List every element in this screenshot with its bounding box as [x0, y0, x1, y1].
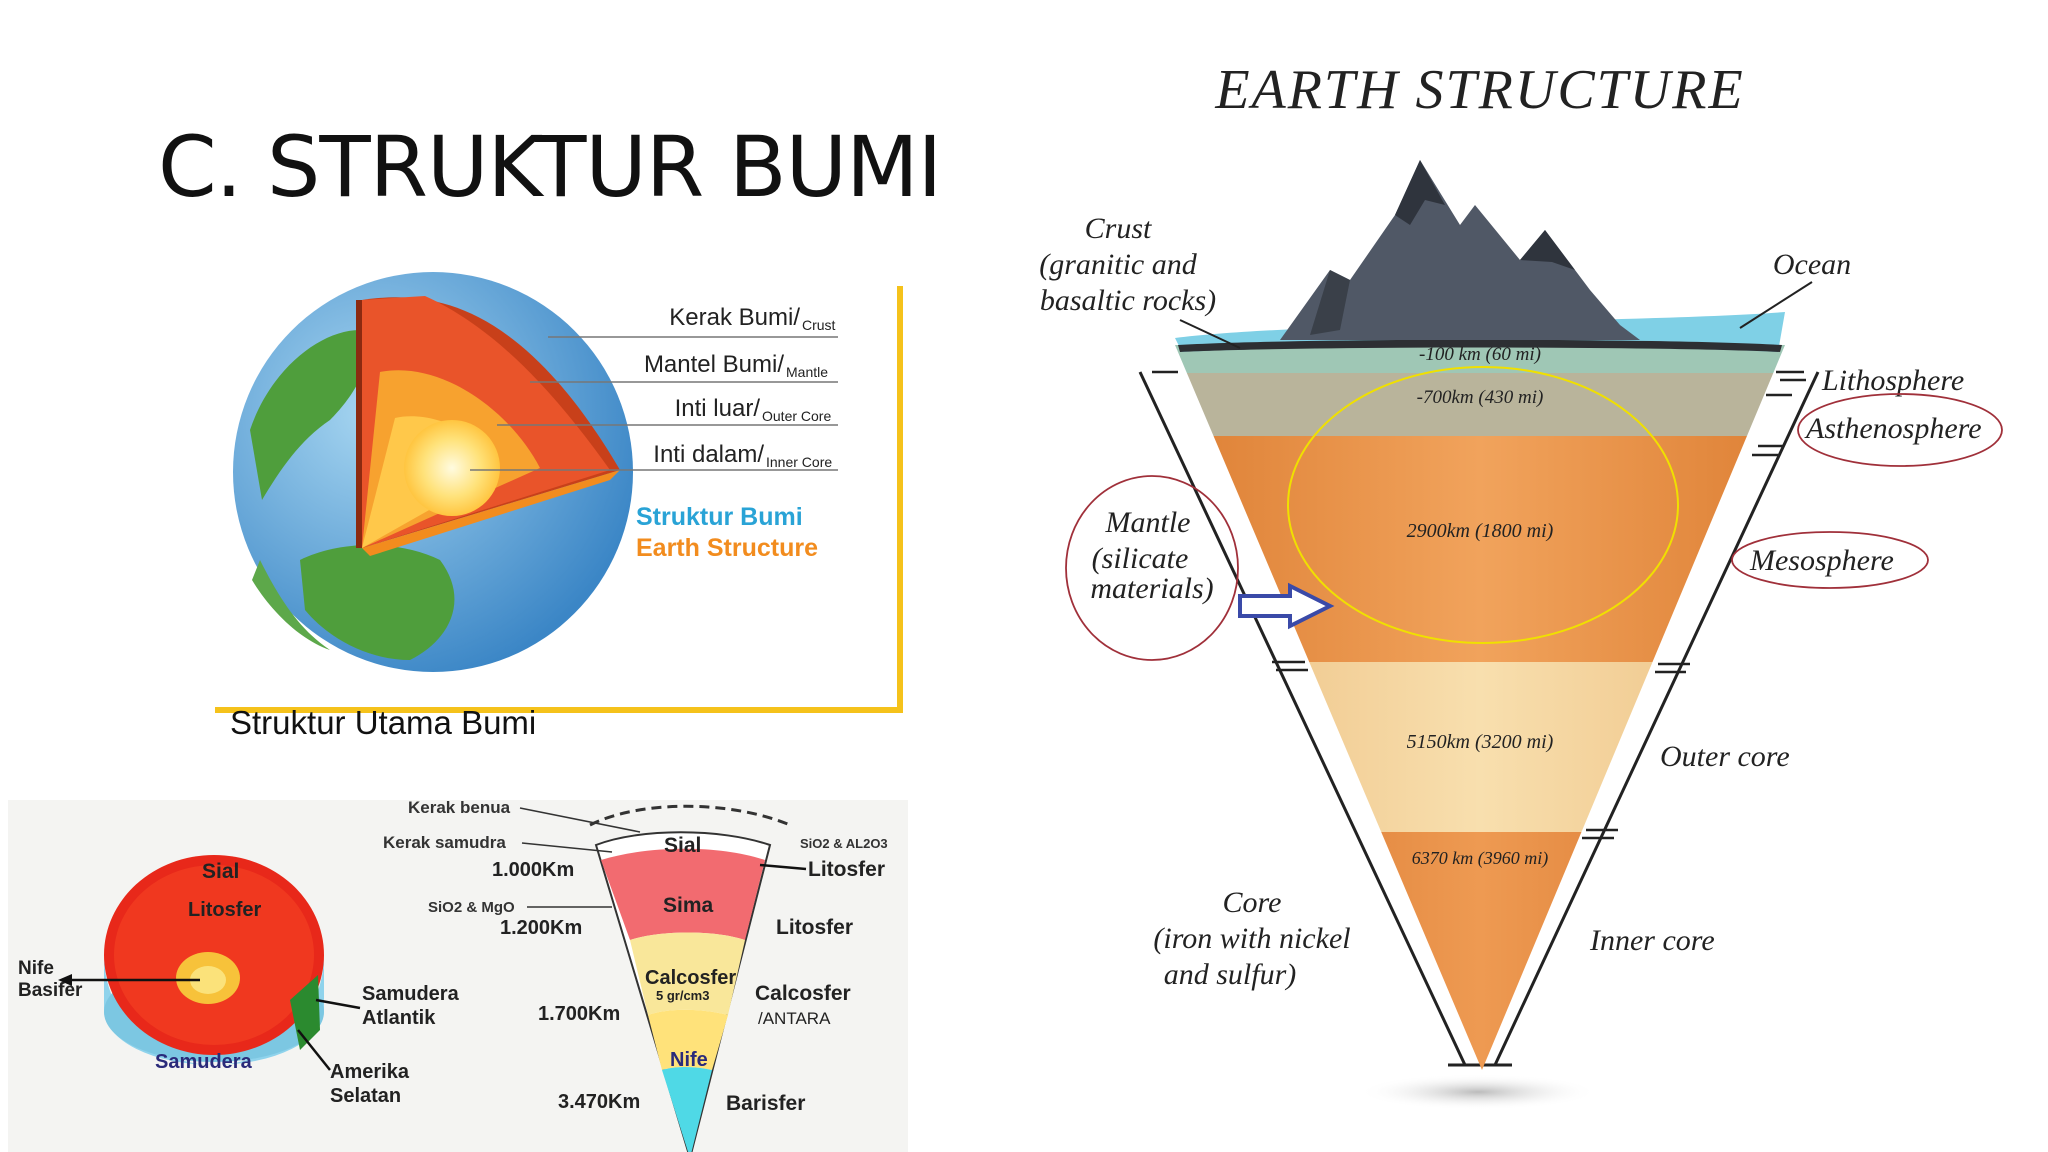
wedge-label-barisfer: Barisfer	[726, 1092, 805, 1115]
label-crust-1: Crust	[1085, 212, 1152, 245]
label-asthenosphere: Asthenosphere	[1804, 412, 1982, 445]
slide-title: C. STRUKTUR BUMI	[158, 118, 942, 216]
label-core-2: (iron with nickel	[1153, 922, 1350, 955]
wedge-label-sima: Sima	[663, 894, 714, 917]
label-crust-2: (granitic and	[1039, 248, 1197, 281]
wedge-depth-1: 1.000Km	[492, 859, 574, 881]
label-outer-core: Outer core	[1660, 740, 1790, 773]
annotation-arrow	[1238, 582, 1335, 630]
wedge-label-litosfer-top: Litosfer	[808, 858, 885, 881]
wedge-label-kerak-samudra: Kerak samudra	[383, 833, 506, 852]
cone-shadow	[1358, 1074, 1598, 1110]
label-inner-core: Inner core	[1589, 924, 1715, 957]
globe-cutaway	[233, 272, 633, 672]
label-inti-luar: Inti luar/	[675, 395, 761, 422]
label-core-1: Core	[1223, 886, 1282, 919]
wedge-label-sio2-mgo: SiO2 & MgO	[428, 899, 515, 916]
label-inti-dalam: Inti dalam/	[653, 441, 764, 468]
globe-label-selatan: Selatan	[330, 1085, 401, 1107]
globe-label-nife: Nife	[18, 958, 54, 979]
depth-inner-core: 6370 km (3960 mi)	[1412, 848, 1548, 869]
wedge-label-nife: Nife	[670, 1049, 708, 1071]
label-crust: Crust	[802, 317, 836, 333]
label-inner-core: Inner Core	[766, 454, 832, 470]
wedge-label-antara: /ANTARA	[758, 1009, 831, 1028]
label-crust-3: basaltic rocks)	[1040, 284, 1216, 317]
wedge-depth-4: 3.470Km	[558, 1091, 640, 1113]
globe-label-sial: Sial	[202, 860, 239, 883]
depth-outer-core: 5150km (3200 mi)	[1407, 731, 1554, 753]
label-mesosphere: Mesosphere	[1749, 544, 1894, 577]
label-mantle: Mantle	[786, 364, 828, 380]
globe-label-litosfer: Litosfer	[188, 899, 262, 921]
layers-globe	[104, 855, 324, 1065]
heading-earth-structure: Earth Structure	[636, 534, 818, 562]
wedge-label-sio2-al2o3: SiO2 & AL2O3	[800, 836, 888, 851]
heading-struktur-bumi: Struktur Bumi	[636, 503, 803, 531]
label-core-3: and sulfur)	[1164, 958, 1297, 991]
wedge-label-kerak-benua: Kerak benua	[408, 798, 511, 817]
layer-lithosphere	[1175, 345, 1785, 373]
label-mantel-bumi: Mantel Bumi/	[644, 351, 784, 378]
label-mantle-3: materials)	[1090, 572, 1213, 605]
label-lithosphere: Lithosphere	[1821, 364, 1964, 397]
wedge-label-sial: Sial	[664, 834, 701, 857]
label-outer-core: Outer Core	[762, 408, 831, 424]
annotation-ellipse-mantle	[1287, 366, 1679, 644]
label-mantle-1: Mantle	[1105, 506, 1191, 539]
wedge-depth-2: 1.200Km	[500, 917, 582, 939]
annotation-circle-asthenosphere	[1797, 393, 2003, 467]
wedge-label-calcosfer-inner: Calcosfer	[645, 967, 736, 989]
depth-lithosphere: -100 km (60 mi)	[1419, 344, 1541, 365]
globe-label-samudera-atlantik-1: Samudera	[362, 983, 460, 1005]
annotation-circle-mantle	[1065, 475, 1239, 661]
wedge-depth-3: 1.700Km	[538, 1003, 620, 1025]
globe-label-basifer: Basifer	[18, 980, 83, 1001]
label-mantle-2: (silicate	[1092, 542, 1189, 575]
annotation-circle-mesosphere	[1731, 531, 1929, 589]
depth-mantle: 2900km (1800 mi)	[1407, 520, 1554, 542]
globe-label-samudera-atlantik-2: Atlantik	[362, 1007, 436, 1029]
figure-caption: Struktur Utama Bumi	[230, 704, 537, 741]
layers-wedge	[589, 804, 791, 1152]
cone-tick-marks	[1152, 370, 1806, 840]
cone-title: EARTH STRUCTURE	[1214, 59, 1744, 121]
layer-asthenosphere	[1175, 373, 1785, 436]
depth-asthenosphere: -700km (430 mi)	[1417, 387, 1544, 408]
wedge-label-calcosfer-side: Calcosfer	[755, 982, 851, 1005]
wedge-label-litosfer-side: Litosfer	[776, 916, 853, 939]
globe-label-samudera: Samudera	[155, 1051, 253, 1073]
layer-mantle	[1175, 436, 1785, 662]
label-ocean: Ocean	[1773, 248, 1851, 281]
label-kerak-bumi: Kerak Bumi/	[669, 304, 800, 331]
mountain	[1280, 160, 1640, 340]
wedge-label-density: 5 gr/cm3	[656, 988, 709, 1003]
globe-label-amerika: Amerika	[330, 1061, 410, 1083]
